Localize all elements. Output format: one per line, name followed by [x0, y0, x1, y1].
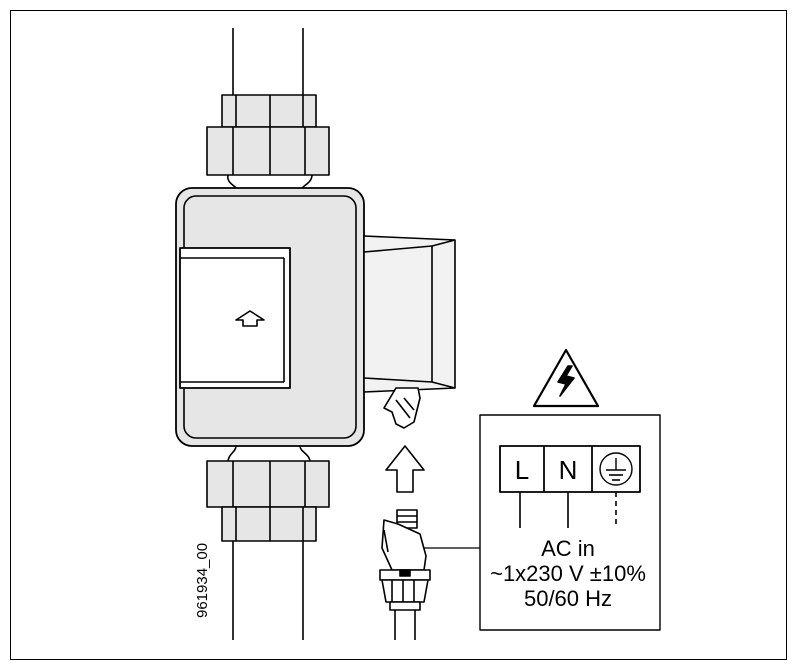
upper-union-nut: [206, 94, 330, 176]
power-cable: [394, 610, 416, 640]
terminal-label-n: N: [559, 455, 578, 485]
flow-direction-icon: [235, 310, 265, 327]
figure-reference-id: 961934_00: [194, 543, 211, 618]
pump-connector-socket: [383, 387, 421, 429]
lower-union-nut: [206, 460, 330, 542]
power-plug: [379, 509, 431, 611]
diagram-frame: [10, 10, 787, 660]
lower-neck: [227, 445, 311, 463]
high-voltage-warning-icon: [532, 348, 600, 408]
spec-line-ac-in: AC in: [541, 536, 595, 561]
spec-line-frequency: 50/60 Hz: [524, 586, 612, 611]
lower-pipe: [232, 541, 304, 640]
upper-pipe: [232, 28, 304, 97]
pump-body: [175, 187, 365, 447]
up-arrow-icon: [385, 445, 425, 493]
motor-housing: [363, 235, 456, 393]
terminal-label-l: L: [515, 455, 529, 485]
protective-earth-icon: [599, 452, 633, 486]
spec-line-voltage: ~1x230 V ±10%: [490, 561, 646, 586]
